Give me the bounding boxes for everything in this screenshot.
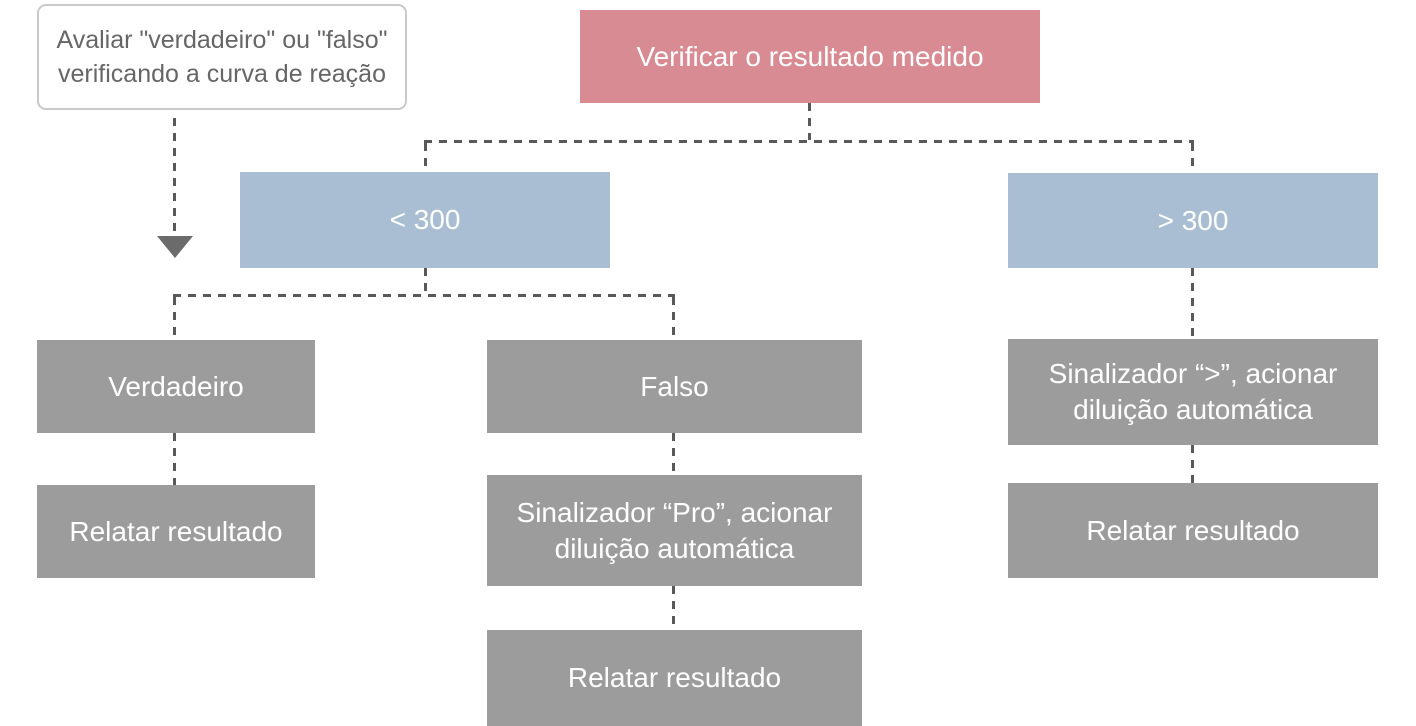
- node-falso: Falso: [487, 340, 862, 433]
- node-action-pro-line-1: Sinalizador “Pro”, acionar: [516, 496, 833, 528]
- connector-drop-gt300: [1191, 143, 1194, 173]
- node-action-pro-line-2: diluição automática: [554, 532, 795, 564]
- connector-action-result-middle: [672, 586, 675, 630]
- connector-drop-falso: [672, 297, 675, 340]
- branch-gt300: > 300: [1008, 173, 1378, 268]
- node-result-middle: Relatar resultado: [487, 630, 862, 726]
- connector-drop-lt300: [424, 143, 427, 172]
- connector-mid-horizontal: [173, 294, 675, 297]
- connector-lt300-stub: [424, 268, 427, 294]
- node-result-left: Relatar resultado: [37, 485, 315, 578]
- node-verdadeiro-label: Verdadeiro: [108, 370, 244, 402]
- node-action-gt-line-1: Sinalizador “>”, acionar: [1048, 358, 1338, 389]
- connector-gt300-action: [1191, 268, 1194, 339]
- arrow-down-icon: [157, 236, 193, 258]
- connector-note-arrow: [173, 118, 176, 234]
- connector-verdadeiro-result: [173, 433, 176, 485]
- node-result-right-label: Relatar resultado: [1086, 514, 1300, 546]
- note-line-1: Avaliar "verdadeiro" ou "falso": [56, 26, 388, 54]
- node-action-gt-line-2: diluição automática: [1073, 394, 1313, 425]
- node-result-left-label: Relatar resultado: [69, 515, 283, 547]
- connector-root-stub: [808, 103, 811, 140]
- node-action-pro: Sinalizador “Pro”, acionar diluição auto…: [487, 475, 862, 586]
- connector-top-horizontal: [424, 140, 1194, 143]
- branch-gt300-label: > 300: [1157, 204, 1229, 236]
- branch-lt300: < 300: [240, 172, 610, 268]
- note-box: Avaliar "verdadeiro" ou "falso" verifica…: [37, 4, 407, 110]
- connector-drop-verdadeiro: [173, 297, 176, 340]
- node-result-middle-label: Relatar resultado: [567, 662, 782, 693]
- branch-lt300-label: < 300: [389, 204, 461, 235]
- connector-action-result-right: [1191, 445, 1194, 483]
- node-action-gt: Sinalizador “>”, acionar diluição automá…: [1008, 339, 1378, 445]
- node-falso-label: Falso: [640, 370, 709, 402]
- connector-falso-action: [672, 433, 675, 475]
- node-result-right: Relatar resultado: [1008, 483, 1378, 578]
- note-line-2: verificando a curva de reação: [58, 60, 386, 88]
- root-node: Verificar o resultado medido: [580, 10, 1040, 103]
- node-verdadeiro: Verdadeiro: [37, 340, 315, 433]
- root-node-label: Verificar o resultado medido: [636, 40, 984, 72]
